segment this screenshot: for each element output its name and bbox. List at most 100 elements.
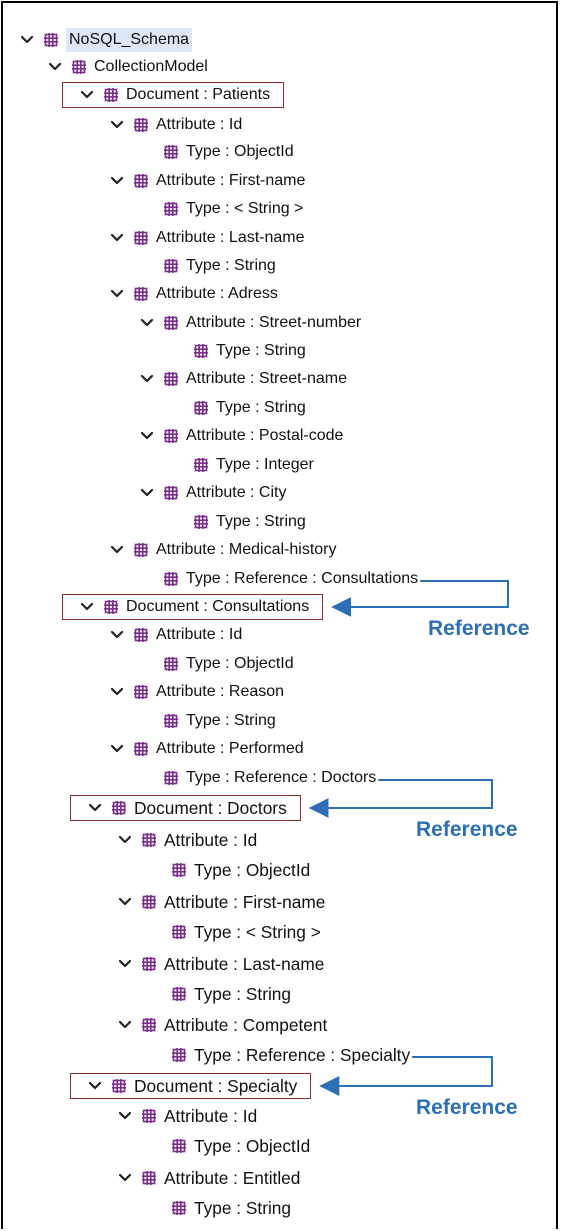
tree-node-type-type-string[interactable]: Type : String bbox=[170, 510, 306, 534]
tree-node-document-document-doctors[interactable]: Document : Doctors bbox=[88, 796, 287, 820]
model-element-icon bbox=[142, 1171, 156, 1185]
model-element-icon bbox=[164, 657, 178, 671]
model-element-icon bbox=[164, 429, 178, 443]
chevron-down-icon[interactable] bbox=[110, 680, 124, 704]
tree-node-attribute-attribute-id[interactable]: Attribute : Id bbox=[118, 828, 257, 852]
document-highlight-box bbox=[70, 795, 301, 821]
reference-label: Reference bbox=[416, 818, 518, 841]
chevron-down-icon[interactable] bbox=[140, 481, 154, 505]
tree-node-label: Type : String bbox=[186, 712, 276, 729]
tree-node-attribute-attribute-competent[interactable]: Attribute : Competent bbox=[118, 1013, 327, 1037]
tree-node-type-type-string[interactable]: Type : String bbox=[148, 1196, 291, 1220]
indent-spacer bbox=[170, 339, 194, 363]
model-element-icon bbox=[142, 1018, 156, 1032]
chevron-down-icon[interactable] bbox=[88, 796, 102, 820]
chevron-down-icon[interactable] bbox=[140, 424, 154, 448]
tree-node-type-type-string[interactable]: Type : String bbox=[170, 339, 306, 363]
tree-node-attribute-attribute-street-name[interactable]: Attribute : Street-name bbox=[140, 367, 347, 391]
tree-node-document-document-consultations[interactable]: Document : Consultations bbox=[80, 595, 309, 619]
tree-node-type-type-integer[interactable]: Type : Integer bbox=[170, 453, 314, 477]
tree-node-attribute-attribute-city[interactable]: Attribute : City bbox=[140, 481, 286, 505]
tree-node-attribute-attribute-adress[interactable]: Attribute : Adress bbox=[110, 282, 278, 306]
tree-node-label: Type : Reference : Doctors bbox=[186, 769, 377, 786]
tree-node-type-type-string[interactable]: Type : String bbox=[140, 709, 276, 733]
tree-node-attribute-attribute-postal-code[interactable]: Attribute : Postal-code bbox=[140, 424, 343, 448]
chevron-down-icon[interactable] bbox=[20, 28, 34, 52]
chevron-down-icon[interactable] bbox=[110, 113, 124, 137]
chevron-down-icon[interactable] bbox=[118, 890, 132, 914]
model-element-icon bbox=[134, 628, 148, 642]
chevron-down-icon[interactable] bbox=[110, 169, 124, 193]
chevron-down-icon[interactable] bbox=[118, 1104, 132, 1128]
tree-node-document-document-patients[interactable]: Document : Patients bbox=[80, 83, 270, 107]
indent-spacer bbox=[140, 709, 164, 733]
indent-spacer bbox=[148, 1196, 172, 1220]
chevron-down-icon[interactable] bbox=[118, 952, 132, 976]
model-element-icon bbox=[72, 60, 86, 74]
tree-node-type-type-objectid[interactable]: Type : ObjectId bbox=[148, 858, 310, 882]
tree-node-attribute-attribute-id[interactable]: Attribute : Id bbox=[118, 1104, 257, 1128]
tree-node-type-type-objectid[interactable]: Type : ObjectId bbox=[140, 652, 294, 676]
tree-node-label: Attribute : First-name bbox=[156, 172, 306, 189]
chevron-down-icon[interactable] bbox=[110, 623, 124, 647]
tree-node-collectionmodel-collectionmodel[interactable]: CollectionModel bbox=[48, 55, 208, 79]
tree-node-type-type-objectid[interactable]: Type : ObjectId bbox=[140, 140, 294, 164]
model-element-icon bbox=[104, 88, 118, 102]
tree-node-label: Attribute : Last-name bbox=[156, 229, 305, 246]
tree-node-type-type-objectid[interactable]: Type : ObjectId bbox=[148, 1134, 310, 1158]
chevron-down-icon[interactable] bbox=[88, 1074, 102, 1098]
tree-node-attribute-attribute-id[interactable]: Attribute : Id bbox=[110, 113, 242, 137]
chevron-down-icon[interactable] bbox=[80, 595, 94, 619]
indent-spacer bbox=[140, 254, 164, 278]
indent-spacer bbox=[148, 1043, 172, 1067]
model-element-icon bbox=[164, 259, 178, 273]
tree-node-attribute-attribute-reason[interactable]: Attribute : Reason bbox=[110, 680, 284, 704]
tree-node-label: Type : ObjectId bbox=[194, 860, 311, 880]
tree-node-attribute-attribute-last-name[interactable]: Attribute : Last-name bbox=[118, 952, 324, 976]
tree-node-attribute-attribute-street-number[interactable]: Attribute : Street-number bbox=[140, 311, 361, 335]
chevron-down-icon[interactable] bbox=[110, 226, 124, 250]
model-element-icon bbox=[134, 543, 148, 557]
tree-node-attribute-attribute-medical-history[interactable]: Attribute : Medical-history bbox=[110, 538, 337, 562]
tree-node-document-document-specialty[interactable]: Document : Specialty bbox=[88, 1074, 297, 1098]
indent-spacer bbox=[140, 197, 164, 221]
model-element-icon bbox=[164, 486, 178, 500]
tree-node-attribute-attribute-first-name[interactable]: Attribute : First-name bbox=[110, 169, 305, 193]
model-element-icon bbox=[134, 685, 148, 699]
tree-node-type-type-string[interactable]: Type : String bbox=[170, 396, 306, 420]
indent-spacer bbox=[170, 453, 194, 477]
tree-node-type-type-reference-doctors[interactable]: Type : Reference : Doctors bbox=[140, 766, 376, 790]
tree-node-label: Attribute : First-name bbox=[164, 892, 326, 912]
chevron-down-icon[interactable] bbox=[110, 737, 124, 761]
tree-node-type-type-string[interactable]: Type : String bbox=[140, 254, 276, 278]
tree-node-attribute-attribute-entitled[interactable]: Attribute : Entitled bbox=[118, 1166, 300, 1190]
tree-node-label: Attribute : Street-name bbox=[186, 370, 347, 387]
chevron-down-icon[interactable] bbox=[118, 1013, 132, 1037]
tree-node-type-type-reference-consultations[interactable]: Type : Reference : Consultations bbox=[140, 567, 418, 591]
indent-spacer bbox=[148, 920, 172, 944]
chevron-down-icon[interactable] bbox=[118, 828, 132, 852]
tree-node-attribute-attribute-id[interactable]: Attribute : Id bbox=[110, 623, 242, 647]
tree-node-type-type-string[interactable]: Type : < String > bbox=[148, 920, 321, 944]
tree-node-label: Attribute : Postal-code bbox=[186, 427, 344, 444]
tree-node-label: Attribute : Entitled bbox=[164, 1168, 301, 1188]
tree-node-label: Document : Specialty bbox=[134, 1076, 298, 1096]
chevron-down-icon[interactable] bbox=[110, 282, 124, 306]
chevron-down-icon[interactable] bbox=[48, 55, 62, 79]
tree-node-attribute-attribute-performed[interactable]: Attribute : Performed bbox=[110, 737, 304, 761]
tree-node-attribute-attribute-first-name[interactable]: Attribute : First-name bbox=[118, 890, 325, 914]
chevron-down-icon[interactable] bbox=[80, 83, 94, 107]
chevron-down-icon[interactable] bbox=[140, 367, 154, 391]
tree-node-type-type-string[interactable]: Type : String bbox=[148, 982, 291, 1006]
tree-node-label: Attribute : Id bbox=[164, 830, 258, 850]
tree-node-type-type-reference-specialty[interactable]: Type : Reference : Specialty bbox=[148, 1043, 410, 1067]
tree-node-type-type-string[interactable]: Type : < String > bbox=[140, 197, 303, 221]
chevron-down-icon[interactable] bbox=[118, 1166, 132, 1190]
model-element-icon bbox=[112, 801, 126, 815]
chevron-down-icon[interactable] bbox=[140, 311, 154, 335]
tree-node-attribute-attribute-last-name[interactable]: Attribute : Last-name bbox=[110, 226, 305, 250]
chevron-down-icon[interactable] bbox=[110, 538, 124, 562]
model-element-icon bbox=[164, 372, 178, 386]
tree-node-nosql_schema-nosql-schema[interactable]: NoSQL_Schema bbox=[20, 28, 193, 52]
